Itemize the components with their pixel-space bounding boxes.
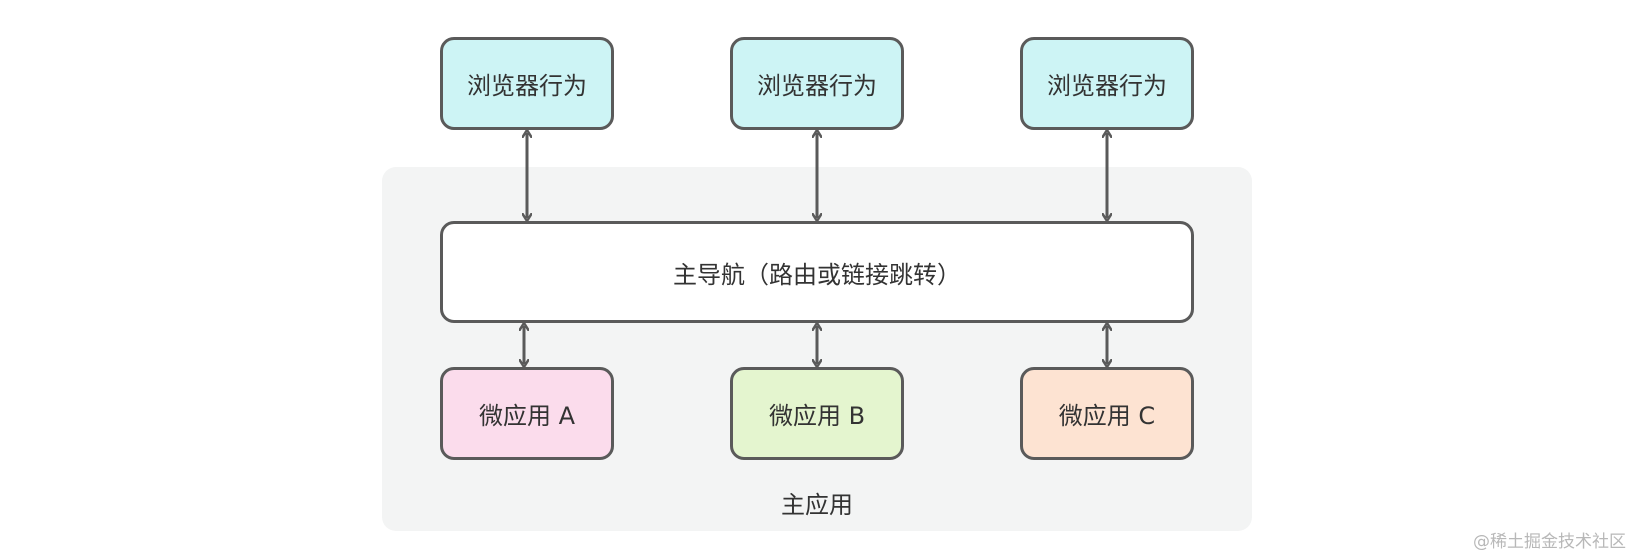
micro-app-a-box: 微应用 A xyxy=(440,367,614,460)
main-navigation-box: 主导航（路由或链接跳转） xyxy=(440,221,1194,323)
micro-app-c-box: 微应用 C xyxy=(1020,367,1194,460)
browser-behavior-box-2: 浏览器行为 xyxy=(730,37,904,130)
browser-behavior-label: 浏览器行为 xyxy=(757,72,877,100)
micro-app-c-label: 微应用 C xyxy=(1058,402,1156,430)
browser-behavior-box-1: 浏览器行为 xyxy=(440,37,614,130)
browser-behavior-label: 浏览器行为 xyxy=(467,72,587,100)
browser-behavior-box-3: 浏览器行为 xyxy=(1020,37,1194,130)
micro-app-b-label: 微应用 B xyxy=(768,402,866,430)
micro-app-a-label: 微应用 A xyxy=(478,402,576,430)
micro-app-b-box: 微应用 B xyxy=(730,367,904,460)
main-navigation-label: 主导航（路由或链接跳转） xyxy=(673,260,961,289)
main-app-label: 主应用 xyxy=(781,491,853,519)
browser-behavior-label: 浏览器行为 xyxy=(1047,72,1167,100)
watermark: @稀土掘金技术社区 xyxy=(1473,532,1626,552)
